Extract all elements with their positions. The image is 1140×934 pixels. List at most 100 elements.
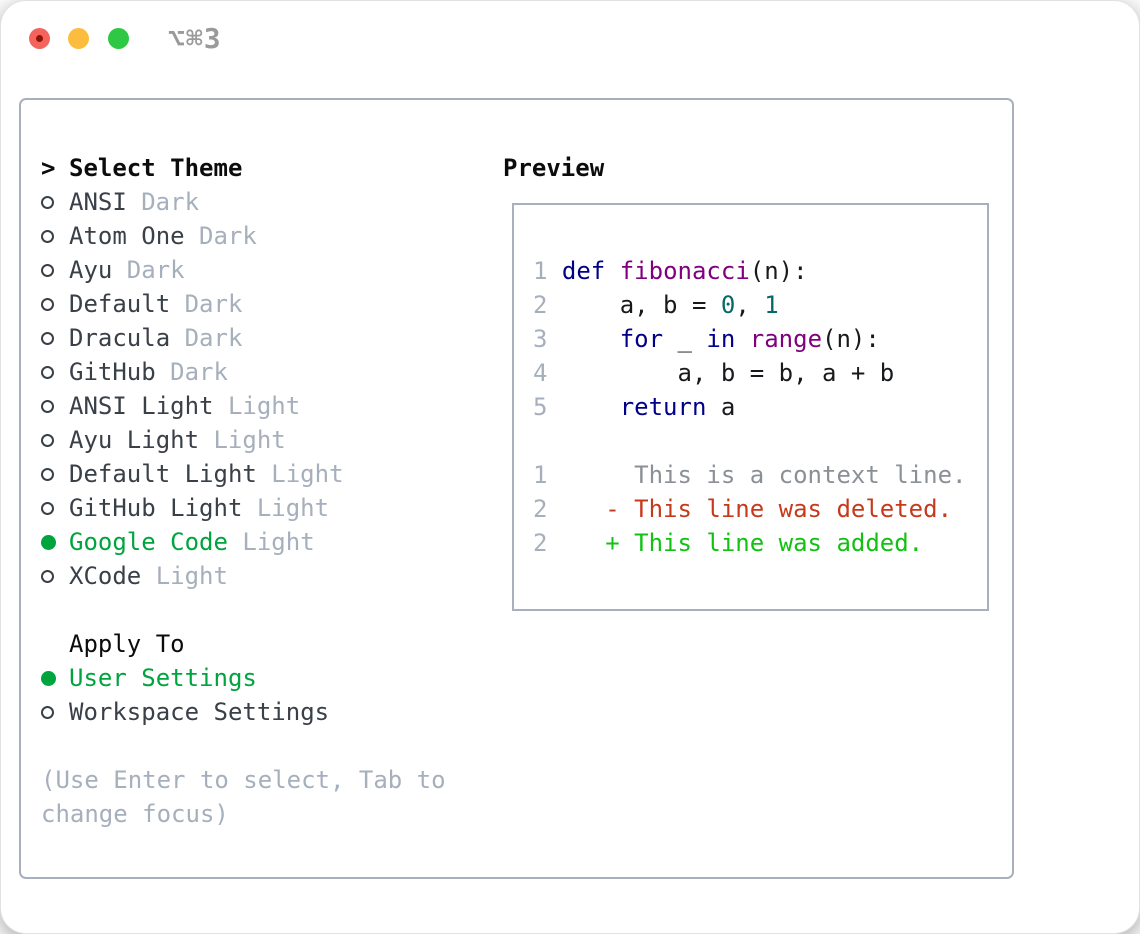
radio-icon <box>41 229 54 243</box>
code-segment-plain <box>735 325 749 353</box>
theme-option-label: Atom One <box>69 222 185 250</box>
apply-to-list: User Settings Workspace Settings <box>41 661 501 729</box>
theme-option-label: Google Code <box>69 528 228 556</box>
code-segment-kw: return <box>619 393 707 421</box>
theme-option-ayu-light[interactable]: Ayu Light Light <box>41 423 501 457</box>
selected-radio-icon <box>41 670 56 686</box>
theme-option-atom-one[interactable]: Atom One Dark <box>41 219 501 253</box>
code-segment-ctx: This is a context line. <box>547 461 967 489</box>
code-segment-plain <box>562 393 620 421</box>
code-line: 2 a, b = 0, 1 <box>533 288 987 322</box>
apply-to-header: Apply To <box>41 627 501 661</box>
theme-variant-badge: Light <box>213 426 286 454</box>
theme-variant-badge: Light <box>155 562 228 590</box>
theme-option-xcode[interactable]: XCode Light <box>41 559 501 593</box>
theme-option-github[interactable]: GitHub Dark <box>41 355 501 389</box>
titlebar: ⌥⌘3 <box>1 1 1139 75</box>
code-segment-gutter: 4 <box>533 359 562 387</box>
radio-icon <box>41 569 54 583</box>
theme-variant-badge: Dark <box>141 188 200 216</box>
code-segment-plain: a <box>706 393 736 421</box>
selected-radio-icon <box>41 534 56 550</box>
theme-variant-badge: Light <box>242 528 315 556</box>
minimize-button[interactable] <box>68 28 89 49</box>
maximize-button[interactable] <box>108 28 129 49</box>
apply-option-workspace-settings[interactable]: Workspace Settings <box>41 695 501 729</box>
hint-line: change focus) <box>41 800 229 828</box>
radio-icon <box>41 467 54 481</box>
theme-option-ansi-light[interactable]: ANSI Light Light <box>41 389 501 423</box>
code-segment-kw: def <box>561 257 606 285</box>
code-segment-kw: in <box>706 325 736 353</box>
theme-option-label: ANSI Light <box>69 392 214 420</box>
theme-option-github-light[interactable]: GitHub Light Light <box>41 491 501 525</box>
select-theme-label: Select Theme <box>69 154 243 182</box>
theme-option-label: ANSI <box>69 188 127 216</box>
theme-option-default[interactable]: Default Dark <box>41 287 501 321</box>
preview-header: Preview <box>503 151 1003 185</box>
code-segment-gutter: 1 <box>533 257 562 285</box>
theme-variant-badge: Dark <box>184 324 243 352</box>
code-segment-del: - This line was deleted. <box>605 495 953 523</box>
code-line <box>533 424 987 458</box>
window-title: ⌥⌘3 <box>168 22 222 55</box>
apply-option-user-settings[interactable]: User Settings <box>41 661 501 695</box>
code-segment-plain: (n): <box>749 257 808 285</box>
code-segment-kw: for <box>619 325 664 353</box>
radio-icon <box>41 331 54 345</box>
code-segment-plain <box>547 529 605 557</box>
theme-variant-badge: Dark <box>170 358 228 386</box>
code-segment-plain: (n): <box>822 325 880 353</box>
radio-icon <box>41 263 54 277</box>
radio-icon <box>41 365 54 379</box>
code-segment-gutter: 2 <box>533 529 548 557</box>
theme-option-label: Dracula <box>69 324 171 352</box>
code-segment-gutter: 2 <box>533 495 548 523</box>
radio-icon <box>41 195 54 209</box>
theme-option-ayu[interactable]: Ayu Dark <box>41 253 501 287</box>
theme-option-label: XCode <box>69 562 142 590</box>
theme-option-label: Default <box>69 290 171 318</box>
theme-variant-badge: Dark <box>126 256 185 284</box>
close-button-dot <box>36 35 43 42</box>
code-line: 4 a, b = b, a + b <box>533 356 987 390</box>
preview-column: Preview 1 def fibonacci(n):2 a, b = 0, 1… <box>503 151 1003 611</box>
apply-option-label: User Settings <box>69 664 257 692</box>
radio-icon <box>41 433 54 447</box>
code-segment-plain: a, b = b, a + b <box>561 359 895 387</box>
theme-option-dracula[interactable]: Dracula Dark <box>41 321 501 355</box>
theme-variant-badge: Light <box>256 494 330 522</box>
code-segment-plain: _ <box>663 325 707 353</box>
radio-icon <box>41 501 54 515</box>
apply-option-label: Workspace Settings <box>69 698 330 726</box>
theme-option-label: GitHub <box>69 358 156 386</box>
radio-icon <box>41 297 54 311</box>
code-line: 1 def fibonacci(n): <box>533 254 987 288</box>
theme-option-google-code[interactable]: Google Code Light <box>41 525 501 559</box>
code-segment-plain: , <box>735 291 765 319</box>
spacer <box>41 593 501 627</box>
theme-option-label: Ayu Light <box>69 426 200 454</box>
code-line: 2 + This line was added. <box>533 526 987 560</box>
code-segment-add: + This line was added. <box>605 529 924 557</box>
code-line: 2 - This line was deleted. <box>533 492 987 526</box>
code-segment-plain <box>562 325 620 353</box>
theme-dialog: > Select Theme ANSI Dark Atom One Dark A… <box>19 98 1014 879</box>
code-segment-plain: a, b = <box>561 291 721 319</box>
apply-to-label: Apply To <box>69 630 185 658</box>
theme-list: ANSI Dark Atom One Dark Ayu Dark Default… <box>41 185 501 593</box>
theme-variant-badge: Dark <box>184 290 243 318</box>
radio-icon <box>41 705 54 719</box>
code-segment-plain <box>605 257 619 285</box>
theme-column: > Select Theme ANSI Dark Atom One Dark A… <box>41 151 501 831</box>
theme-option-label: Ayu <box>69 256 113 284</box>
close-button[interactable] <box>29 28 50 49</box>
theme-variant-badge: Light <box>271 460 344 488</box>
theme-option-default-light[interactable]: Default Light Light <box>41 457 501 491</box>
code-line: 3 for _ in range(n): <box>533 322 987 356</box>
select-theme-header: > Select Theme <box>41 151 501 185</box>
theme-option-ansi[interactable]: ANSI Dark <box>41 185 501 219</box>
